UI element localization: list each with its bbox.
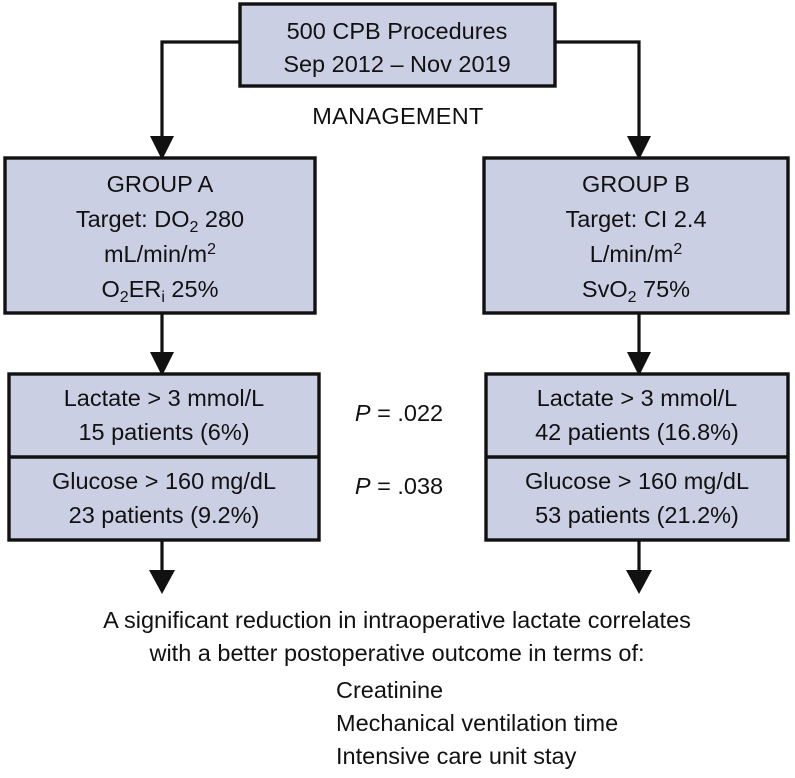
arrowhead-outcomes-b-to-conclusion	[626, 570, 652, 594]
group-b-target-prefix: Target: CI 2.4	[565, 206, 706, 232]
p-symbol-glucose: P	[355, 473, 371, 499]
group-a-unit: mL/min/m2	[104, 241, 216, 267]
group-a-target-sub: 2	[189, 219, 198, 236]
group-b-metric-prefix: SvO	[582, 276, 628, 302]
arrowhead-outcomes-a-to-conclusion	[149, 570, 175, 594]
group-b-unit-sup: 2	[673, 241, 682, 258]
group-b-unit-main: L/min/m	[590, 241, 674, 267]
group-a-target: Target: DO2 280	[76, 206, 244, 236]
group-a-metric-sub1: 2	[120, 289, 129, 306]
group-b-unit: L/min/m2	[590, 241, 683, 267]
title-box-line2: Sep 2012 – Nov 2019	[283, 51, 510, 77]
arrowhead-group-b-to-outcomes	[627, 352, 651, 376]
p-value-lactate: P = .022	[355, 400, 443, 426]
group-a-metric-value: 25%	[165, 276, 219, 302]
outcomes-a-glucose-label: Glucose > 160 mg/dL	[52, 468, 276, 494]
group-a-target-prefix: Target: DO	[76, 206, 190, 232]
title-box: 500 CPB Procedures Sep 2012 – Nov 2019	[238, 2, 557, 88]
group-b-name: GROUP B	[582, 171, 690, 197]
connector-top-to-group-a	[160, 40, 240, 150]
group-a-unit-main: mL/min/m	[104, 241, 207, 267]
group-a-metric-sub2: i	[161, 289, 165, 306]
p-value-glucose: P = .038	[355, 473, 443, 499]
outcomes-a-glucose-value: 23 patients (9.2%)	[69, 502, 260, 528]
group-a-unit-sup: 2	[207, 241, 216, 258]
p-text-lactate: = .022	[371, 400, 444, 426]
connector-group	[149, 40, 652, 594]
group-a-box: GROUP A Target: DO2 280 mL/min/m2 O2ERi …	[3, 156, 317, 315]
group-a-metric-prefix: O	[102, 276, 120, 302]
conclusion-item-1: Creatinine	[336, 677, 443, 703]
group-b-metric-sub1: 2	[628, 289, 637, 306]
outcomes-a-lactate-label: Lactate > 3 mmol/L	[64, 385, 265, 411]
outcomes-b-lactate-label: Lactate > 3 mmol/L	[537, 385, 738, 411]
group-b-box: GROUP B Target: CI 2.4 L/min/m2 SvO2 75%	[482, 156, 790, 315]
group-b-target: Target: CI 2.4	[565, 206, 706, 232]
group-b-metric-value: 75%	[637, 276, 691, 302]
outcomes-b-glucose-label: Glucose > 160 mg/dL	[525, 468, 749, 494]
conclusion-item-2: Mechanical ventilation time	[336, 710, 618, 736]
group-a-name: GROUP A	[107, 171, 214, 197]
group-a-metric: O2ERi 25%	[102, 276, 219, 306]
outcomes-a-lactate-value: 15 patients (6%)	[78, 419, 249, 445]
group-a-target-value: 280	[198, 206, 244, 232]
p-text-glucose: = .038	[371, 473, 444, 499]
conclusion-line1: A significant reduction in intraoperativ…	[103, 607, 691, 633]
p-symbol-lactate: P	[355, 400, 371, 426]
outcomes-a-box: Lactate > 3 mmol/L 15 patients (6%) Gluc…	[7, 372, 321, 542]
group-b-rect	[482, 156, 790, 315]
arrowhead-group-a-to-outcomes	[150, 352, 174, 376]
conclusion-block: A significant reduction in intraoperativ…	[103, 607, 691, 769]
outcomes-b-glucose-value: 53 patients (21.2%)	[535, 502, 739, 528]
arrowhead-top-to-group-a	[150, 136, 174, 160]
group-a-metric-mid: ER	[129, 276, 162, 302]
group-a-rect	[3, 156, 317, 315]
group-b-metric: SvO2 75%	[582, 276, 690, 306]
title-box-line1: 500 CPB Procedures	[287, 18, 508, 44]
conclusion-item-3: Intensive care unit stay	[336, 743, 577, 769]
title-box-rect	[238, 2, 557, 88]
outcomes-b-lactate-value: 42 patients (16.8%)	[535, 419, 739, 445]
conclusion-line2: with a better postoperative outcome in t…	[148, 640, 644, 666]
management-label: MANAGEMENT	[312, 103, 483, 129]
outcomes-b-box: Lactate > 3 mmol/L 42 patients (16.8%) G…	[484, 372, 790, 542]
connector-top-to-group-b	[555, 40, 641, 150]
arrowhead-top-to-group-b	[627, 136, 651, 160]
